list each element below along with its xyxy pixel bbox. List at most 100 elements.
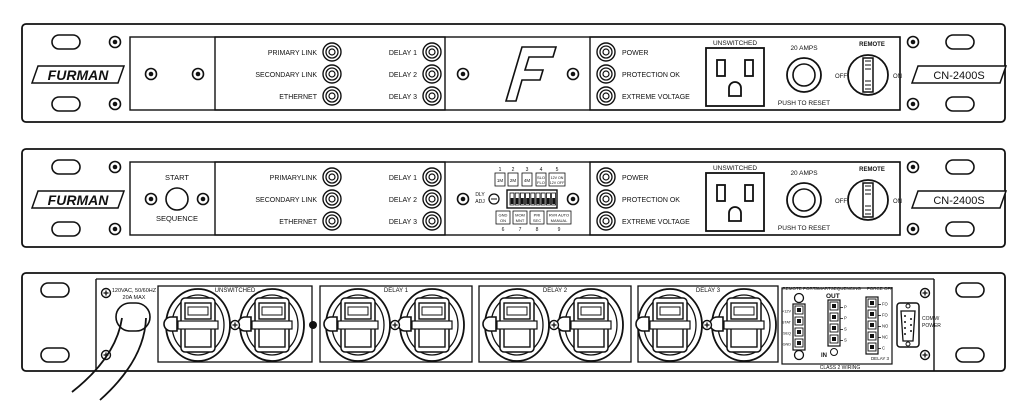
pin-label: P [844,305,847,310]
extreme-voltage-led-icon [596,86,616,106]
dip-label: SLO [537,175,545,180]
push-to-reset-label: PUSH TO RESET [778,225,830,232]
screw-icon [906,35,920,49]
remote-port-label: REMOTE PORT [783,286,816,291]
ethernet-jack-icon [322,86,342,106]
terminal-screw [797,330,801,334]
sequence-label: SEQUENCE [156,214,198,223]
dip-switch-block[interactable] [506,189,558,209]
remote-label: REMOTE [859,167,885,173]
terminal-screw [870,301,874,305]
terminal-screw [870,323,874,327]
extreme-voltage-label: EXTREME VOLTAGE [622,94,690,101]
pin-label: FO [882,313,889,318]
dip-label-box [494,172,506,187]
delay-3-label: DELAY 3 [871,356,890,361]
screw-icon [919,287,931,299]
center-f-logo [504,46,558,102]
primary-link-led-icon [322,42,342,62]
remote-label: REMOTE [859,42,885,48]
terminal-screw [797,319,801,323]
rear-delay1-label: DELAY 1 [384,288,409,294]
protection-led-icon [596,189,616,209]
dip-number: 1 [499,167,502,173]
dip-label: 12V ON [551,176,564,180]
svg-text:CN-2400S: CN-2400S [933,70,984,82]
remote-switch-knob[interactable] [847,54,889,96]
dip-switch-lever [510,198,514,204]
db9-comm-connector[interactable] [896,302,920,348]
delay2-label: DELAY 2 [389,72,417,79]
dip-switch-lever [552,198,555,204]
force-off-label: FORCE OFF [867,286,893,291]
ethernet-label: ETHERNET [279,94,317,101]
dip-number: 8 [536,227,539,233]
screw-icon [229,319,241,331]
terminal-screw [832,304,836,308]
pin-label: C [882,346,885,351]
start-sequence-button[interactable] [165,187,189,211]
delay3-led-icon [422,86,442,106]
dip-switch-lever [547,198,550,204]
pin-label: STAT [782,321,792,325]
pin-label: NC [882,335,888,340]
dip-label: ON [500,218,506,223]
dip-number: 2 [512,167,515,173]
svg-text:FURMAN: FURMAN [48,67,110,83]
terminal-screw [832,315,836,319]
front-outlet-icon [705,47,765,107]
rear-unswitched-label: UNSWITCHED [215,288,256,294]
primary-link-label: PRIMARYLINK [270,175,318,182]
screw-icon [100,287,112,299]
screw-icon [566,67,580,81]
delay1-label: DELAY 1 [389,50,417,57]
furman-logo: FURMAN [30,65,126,84]
dip-label: 12V OFF [550,181,565,185]
dip-label-box [495,210,511,225]
input-rating-label-2: 20A MAX [123,295,146,301]
screw-icon [906,222,920,236]
screw-icon [456,192,470,206]
terminal-screw [832,337,836,341]
screw-icon [144,67,158,81]
rear-delay3-label: DELAY 3 [696,288,721,294]
dip-number: 6 [502,227,505,233]
terminal-screw [797,308,801,312]
extreme-voltage-label: EXTREME VOLTAGE [622,219,690,226]
furman-logo: FURMAN [30,190,126,209]
dip-number: 4 [540,167,543,173]
dip-label: MOM [515,213,525,218]
delay2-led-icon [422,189,442,209]
circuit-breaker-button[interactable] [786,57,822,93]
circuit-breaker-button[interactable] [786,182,822,218]
screw-icon [906,160,920,174]
power-label: POWER [622,50,648,57]
class2-wiring-label: CLASS 2 WIRING [820,365,861,371]
model-plate: CN-2400S [910,65,1008,84]
delay1-led-icon [422,42,442,62]
secondary-link-led-icon [322,189,342,209]
screw-icon [108,222,122,236]
on-label: ON [893,199,902,205]
off-label: OFF [835,199,847,205]
protection-led-icon [596,64,616,84]
secondary-link-label: SECONDARY LINK [255,72,317,79]
start-label: START [165,173,189,182]
screw-icon [919,349,931,361]
screw-icon [793,292,805,304]
terminal-block[interactable] [792,303,806,351]
dip-number: 7 [519,227,522,233]
terminal-block[interactable] [827,299,841,347]
unswitched-label: UNSWITCHED [713,165,757,172]
screw-icon [701,319,713,331]
remote-switch-knob[interactable] [847,179,889,221]
outlet-group-delay1 [319,285,473,363]
dip-label: MNT [516,218,525,223]
dip-switch-lever [536,198,540,204]
dip-number: 9 [558,227,561,233]
terminal-screw [797,341,801,345]
dip-label: 4M [524,178,531,183]
